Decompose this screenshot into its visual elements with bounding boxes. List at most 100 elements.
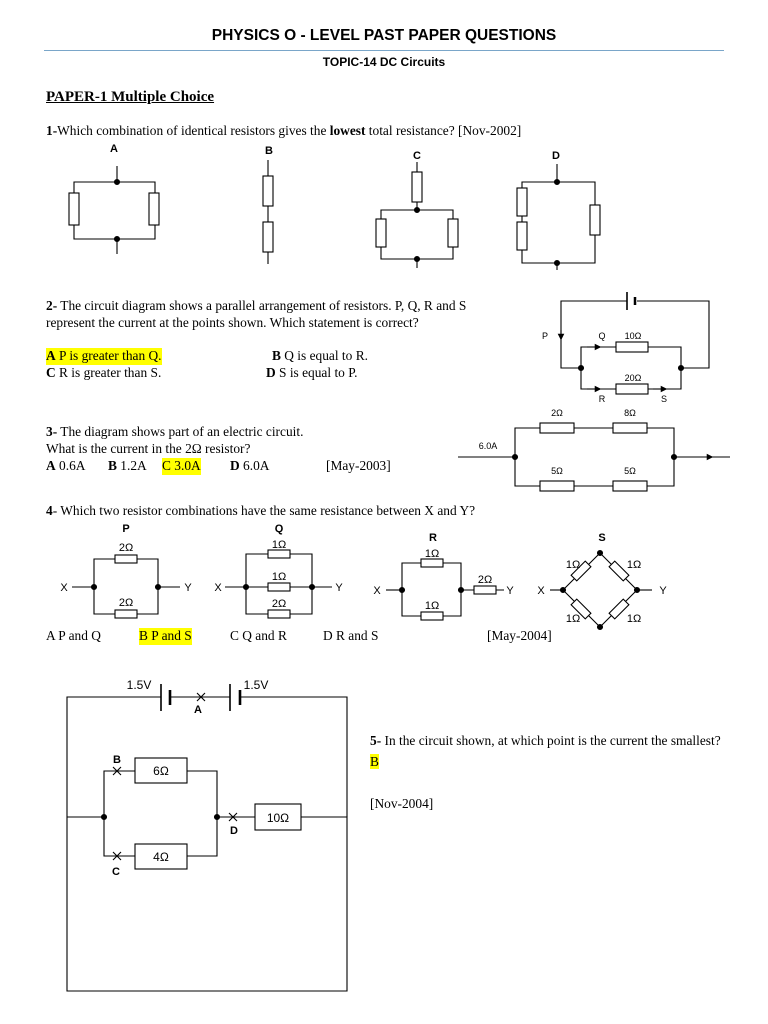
q2-label-20ohm: 20Ω xyxy=(625,373,642,383)
question-4-date: [May-2004] xyxy=(487,628,552,643)
q4-diagram-s xyxy=(550,549,652,631)
question-4-option-b: B P and S xyxy=(139,628,192,645)
option-letter: A xyxy=(46,458,56,473)
option-text: 6.0A xyxy=(239,458,270,473)
q1-label-a: A xyxy=(110,143,118,155)
q2-circuit xyxy=(557,292,710,395)
q1-diagram-d xyxy=(516,164,601,270)
q5-label-6ohm: 6Ω xyxy=(153,764,169,778)
option-text: 1.2A xyxy=(116,458,147,473)
q4-r-1ohm-bottom: 1Ω xyxy=(425,600,439,612)
q4-s-x: X xyxy=(537,585,545,597)
page-title: PHYSICS O - LEVEL PAST PAPER QUESTIONS xyxy=(211,27,557,44)
question-3-option-b: B 1.2A xyxy=(108,458,147,475)
question-3-option-c: C 3.0A xyxy=(162,458,201,475)
q5-circuit xyxy=(66,684,348,992)
question-3-line-2: What is the current in the 2Ω resistor? xyxy=(46,440,251,456)
q4-r-1ohm-top: 1Ω xyxy=(425,548,439,560)
q4-s-y: Y xyxy=(659,585,667,597)
q3-label-8ohm: 8Ω xyxy=(624,408,636,418)
q2-label-r: R xyxy=(599,394,606,404)
q3-circuit xyxy=(458,422,730,492)
paper-heading: PAPER-1 Multiple Choice xyxy=(46,89,215,105)
question-1: 1-Which combination of identical resisto… xyxy=(46,123,686,140)
q4-r-2ohm: 2Ω xyxy=(478,574,492,586)
question-2-option-b: B Q is equal to R. xyxy=(272,348,368,365)
q4-q-x: X xyxy=(214,582,222,594)
q4-s-1ohm-c: 1Ω xyxy=(566,613,580,625)
q1-label-d: D xyxy=(552,150,560,162)
q4-p-y: Y xyxy=(184,582,192,594)
q5-label-b: B xyxy=(113,754,121,766)
question-4-option-a: A P and Q xyxy=(46,628,101,643)
title-rule xyxy=(44,50,724,51)
question-3-date: [May-2003] xyxy=(326,458,391,473)
option-letter: B xyxy=(108,458,117,473)
q4-r-x: X xyxy=(373,585,381,597)
q3-label-5ohm-a: 5Ω xyxy=(551,466,563,476)
option-text: R is greater than S. xyxy=(55,365,162,380)
q4-diagram-p xyxy=(72,554,180,619)
option-text: P is greater than Q. xyxy=(55,348,162,363)
q4-s-1ohm-b: 1Ω xyxy=(627,559,641,571)
option-text: Q is equal to R. xyxy=(280,348,368,363)
q4-q-2ohm: 2Ω xyxy=(272,598,286,610)
question-1-text-a: Which combination of identical resistors… xyxy=(57,123,330,138)
q4-label-s: S xyxy=(598,532,605,544)
q5-label-d: D xyxy=(230,825,238,837)
option-letter: C xyxy=(46,365,56,380)
question-2: 2- The circuit diagram shows a parallel … xyxy=(46,298,491,331)
q4-label-p: P xyxy=(122,523,129,535)
question-5-text: In the circuit shown, at which point is … xyxy=(381,733,721,748)
q1-diagram-a xyxy=(68,166,160,254)
question-1-number: 1- xyxy=(46,123,58,138)
q4-q-1ohm-top: 1Ω xyxy=(272,539,286,551)
question-4: 4- Which two resistor combinations have … xyxy=(46,503,646,520)
q4-p-2ohm-top: 2Ω xyxy=(119,542,133,554)
q2-label-p: P xyxy=(542,331,548,341)
option-text: S is equal to P. xyxy=(275,365,358,380)
question-5: 5- In the circuit shown, at which point … xyxy=(370,730,730,772)
question-4-text: - Which two resistor combinations have t… xyxy=(52,503,476,518)
q4-p-2ohm-bottom: 2Ω xyxy=(119,597,133,609)
question-5-answer: B xyxy=(370,754,379,769)
page-subtitle: TOPIC-14 DC Circuits xyxy=(322,55,446,69)
q5-label-4ohm: 4Ω xyxy=(153,850,169,864)
option-letter: B xyxy=(272,348,281,363)
question-1-text-b: total resistance? [Nov-2002] xyxy=(365,123,522,138)
option-letter: D xyxy=(230,458,240,473)
q1-diagram-c xyxy=(375,162,459,268)
q4-diagram-q xyxy=(225,549,332,619)
q4-label-q: Q xyxy=(275,523,284,535)
question-2-number: 2- xyxy=(46,298,58,313)
question-4-option-d: D R and S xyxy=(323,628,379,643)
q3-label-current: 6.0A xyxy=(479,441,498,451)
q4-s-1ohm-a: 1Ω xyxy=(566,559,580,571)
q4-q-1ohm-middle: 1Ω xyxy=(272,571,286,583)
question-2-option-c: C R is greater than S. xyxy=(46,365,161,382)
q5-label-v1: 1.5V xyxy=(127,678,152,692)
question-3-line-1: The diagram shows part of an electric ci… xyxy=(60,424,304,439)
question-2-text: The circuit diagram shows a parallel arr… xyxy=(46,298,467,330)
q5-label-c: C xyxy=(112,866,120,878)
question-1-bold: lowest xyxy=(329,123,366,138)
q3-label-5ohm-b: 5Ω xyxy=(624,466,636,476)
question-4-option-c: C Q and R xyxy=(230,628,287,643)
q5-label-10ohm: 10Ω xyxy=(267,811,289,825)
q2-label-s: S xyxy=(661,394,667,404)
option-letter: A xyxy=(46,348,56,363)
q4-label-r: R xyxy=(429,532,437,544)
option-text: 0.6A xyxy=(55,458,86,473)
q2-label-q: Q xyxy=(598,331,605,341)
q3-label-2ohm: 2Ω xyxy=(551,408,563,418)
q4-diagram-r xyxy=(386,558,504,621)
option-letter: D xyxy=(266,365,276,380)
q4-r-y: Y xyxy=(506,585,514,597)
q1-label-b: B xyxy=(265,145,273,157)
question-3: 3- The diagram shows part of an electric… xyxy=(46,424,446,457)
question-2-option-a: A P is greater than Q. xyxy=(46,348,162,365)
q4-s-1ohm-d: 1Ω xyxy=(627,613,641,625)
question-3-option-d: D 6.0A xyxy=(230,458,269,475)
question-4-number: 4 xyxy=(46,503,53,518)
